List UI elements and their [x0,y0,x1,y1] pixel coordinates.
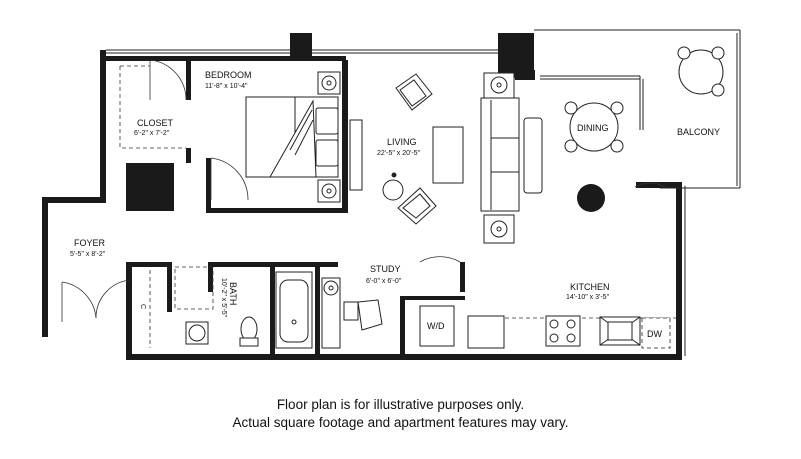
closet-label: CLOSET [137,118,174,128]
kitchen-counter [467,315,641,349]
living-furniture [349,72,543,244]
nightstand-bottom [317,179,341,203]
door-swings [61,59,666,322]
study-dims: 6'-0" x 6'-0" [366,278,402,285]
closet-mark: C [139,304,146,309]
disclaimer-line-2: Actual square footage and apartment feat… [232,415,569,430]
living-dims: 22'-5" x 20'-5" [377,150,421,157]
study-label: STUDY [370,264,401,274]
washer-dryer [419,305,455,347]
interior-walls [126,60,465,354]
kitchen-dims: 14'-10" x 3'-5" [566,294,610,301]
exterior-walls [42,33,682,360]
column [577,184,605,212]
dishwasher [641,317,671,349]
foyer-label: FOYER [74,238,106,248]
bedroom-dims: 11'-8" x 10'-4" [205,83,248,90]
bed [245,96,339,178]
closet-dims: 6'-2" x 7'-2" [134,130,170,137]
window-lines [106,29,741,356]
dining-label: DINING [577,123,609,133]
wd-label: W/D [427,321,445,331]
bath-label: BATH [228,282,238,305]
bath-dims: 10'-2" x 5'-5" [220,278,227,318]
kitchen-label: KITCHEN [570,282,610,292]
dw-label: DW [647,329,662,339]
bedroom-label: BEDROOM [205,70,252,80]
study-desk [321,277,383,349]
nightstand-top [317,71,341,95]
disclaimer-line-1: Floor plan is for illustrative purposes … [276,397,525,412]
bath-fixtures [185,271,313,349]
foyer-dims: 5'-5" x 8'-2" [70,251,106,258]
balcony-label: BALCONY [677,127,720,137]
dining-table [564,101,624,153]
balcony-table [677,46,725,97]
living-label: LIVING [387,137,417,147]
